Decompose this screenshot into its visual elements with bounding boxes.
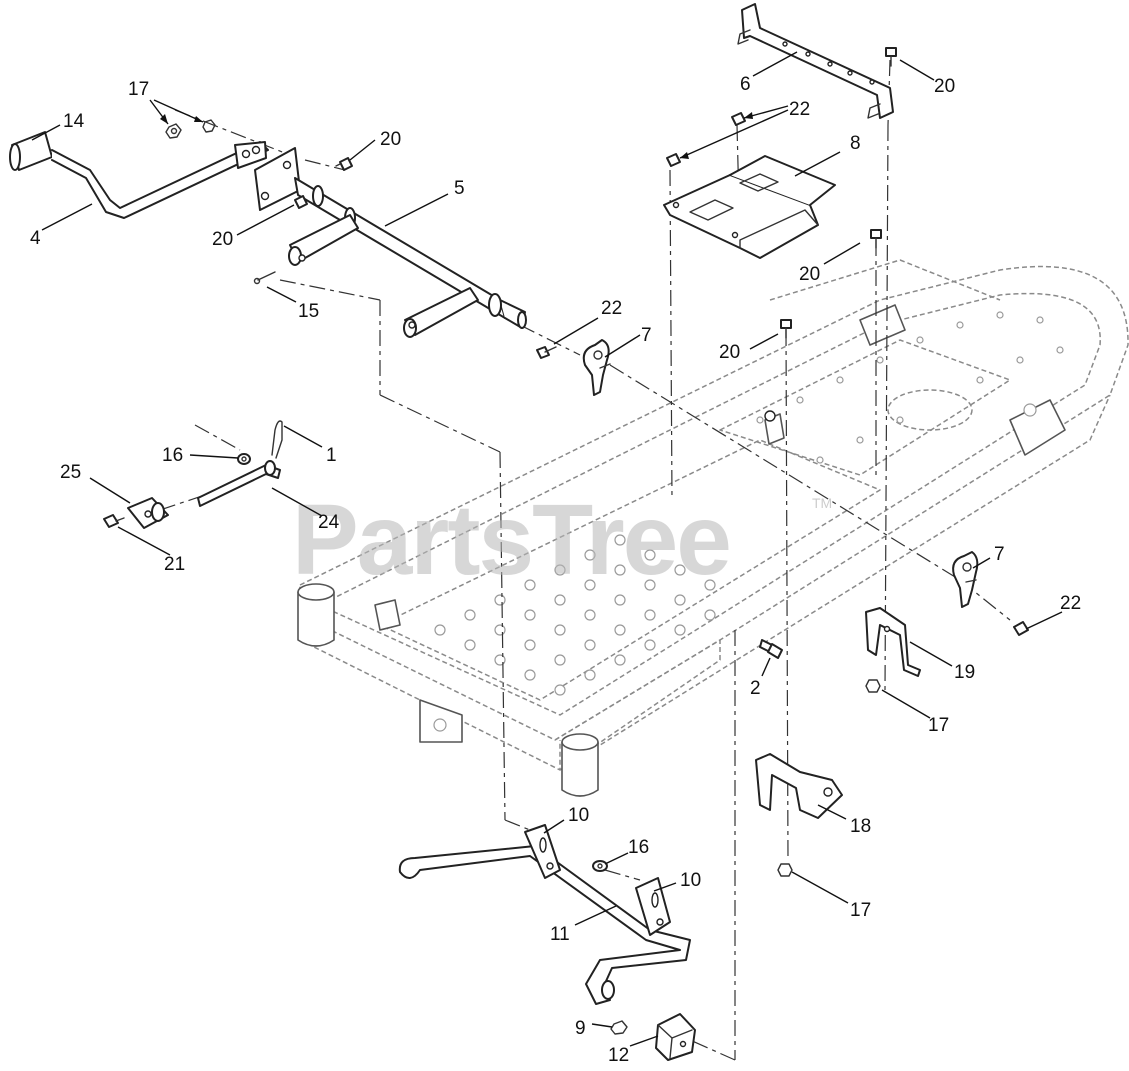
part-7-clip-upper	[582, 339, 611, 396]
callout-22: 22	[601, 298, 622, 319]
callout-20: 20	[934, 76, 955, 97]
callout-20: 20	[380, 129, 401, 150]
callout-5: 5	[454, 178, 465, 199]
watermark: PartsTree	[292, 484, 730, 596]
main-frame	[297, 259, 1129, 797]
part-25-spacer	[127, 497, 169, 529]
callout-19: 19	[954, 662, 975, 683]
part-5-shaft	[254, 147, 527, 338]
callout-leaders	[31, 51, 1063, 1047]
callout-16: 16	[162, 445, 183, 466]
callout-22: 22	[789, 99, 810, 120]
callout-arrowheads	[160, 112, 753, 159]
part-12-handle-grip	[655, 1013, 696, 1061]
part-10-plate-lower	[635, 877, 671, 936]
callout-10: 10	[680, 870, 701, 891]
callout-21: 21	[164, 554, 185, 575]
callout-1: 1	[326, 445, 337, 466]
part-1-hairpin	[271, 420, 283, 459]
part-18-bracket	[755, 753, 843, 819]
part-6-bracket	[737, 3, 894, 119]
part-11-linkage	[398, 845, 691, 1005]
callout-6: 6	[740, 74, 751, 95]
callout-20: 20	[719, 342, 740, 363]
callout-17: 17	[928, 715, 949, 736]
callout-4: 4	[30, 228, 41, 249]
foot-plate-holes	[434, 534, 716, 696]
callout-20: 20	[212, 229, 233, 250]
callout-17: 17	[128, 79, 149, 100]
callout-9: 9	[575, 1018, 586, 1039]
callout-7: 7	[994, 544, 1005, 565]
part-8-plate	[663, 155, 836, 259]
callout-12: 12	[608, 1045, 629, 1066]
callout-16: 16	[628, 837, 649, 858]
callout-7: 7	[641, 325, 652, 346]
callout-8: 8	[850, 133, 861, 154]
callout-labels: 17 14 20 4 20 5 15 22 7 6 22 20 8 20 20 …	[30, 74, 1081, 1066]
part-24-pin	[197, 460, 281, 507]
part-14-handle-grip	[9, 131, 53, 171]
callout-10: 10	[568, 805, 589, 826]
callout-20: 20	[799, 264, 820, 285]
rail-holes	[756, 311, 1064, 464]
callout-24: 24	[318, 512, 340, 533]
part-7-clip-lower	[952, 551, 979, 608]
part-19-bracket	[865, 607, 921, 677]
callout-2: 2	[750, 678, 761, 699]
callout-18: 18	[850, 816, 871, 837]
right-caster-tube	[561, 733, 599, 797]
watermark-trademark: TM	[812, 495, 832, 511]
callout-11: 11	[550, 924, 570, 945]
left-caster-tube	[297, 583, 335, 647]
callout-17: 17	[850, 900, 871, 921]
callout-14: 14	[63, 111, 85, 132]
callout-25: 25	[60, 462, 81, 483]
callout-22: 22	[1060, 593, 1081, 614]
part-10-plate-upper	[524, 824, 561, 879]
hardware-bolts	[103, 47, 1029, 1035]
part-4-lever	[51, 141, 269, 219]
callout-15: 15	[298, 301, 319, 322]
